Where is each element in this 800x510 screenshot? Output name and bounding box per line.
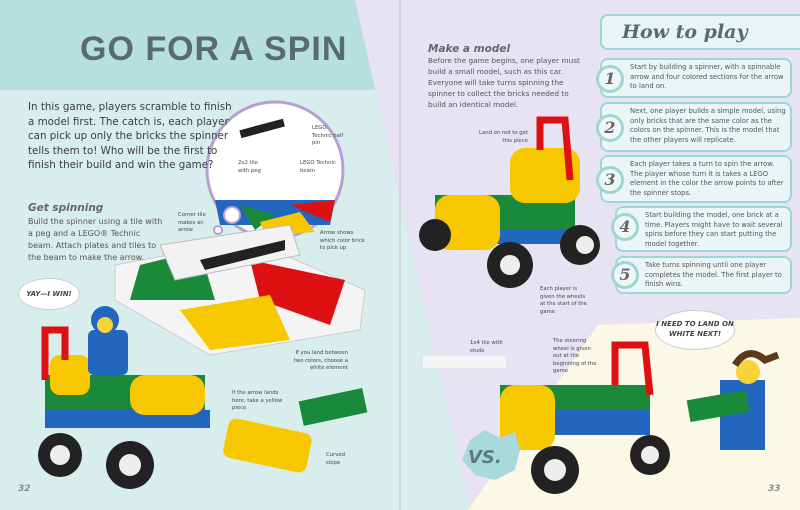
how-to-play-header: How to play [600, 14, 800, 50]
step-number: 2 [596, 114, 624, 142]
car-left [38, 306, 210, 489]
step-number: 3 [596, 166, 624, 194]
vs-badge [462, 430, 520, 480]
step-text: Start by building a spinner, with a spin… [630, 63, 784, 90]
page-title: GO FOR A SPIN [80, 30, 348, 68]
step-text: Each player takes a turn to spin the arr… [630, 160, 784, 197]
speech-bubble-right: I NEED TO LAND ON WHITE NEXT! [655, 310, 735, 350]
step-number: 4 [611, 213, 639, 241]
how-to-play-title: How to play [622, 21, 748, 43]
label-wheels: Each player is given the wheels at the s… [540, 286, 587, 315]
step-number: 1 [596, 65, 624, 93]
label-beam: LEGO Technic beam [300, 160, 336, 174]
label-tile-peg: 2x2 tile with peg [238, 160, 261, 174]
make-model-text: Before the game begins, one player must … [428, 56, 580, 109]
car-model [419, 116, 600, 288]
intro-text: In this game, players scramble to finish… [28, 101, 232, 171]
label-steering: The steering wheel is given out at the b… [553, 338, 597, 374]
label-between-colors: If you land between two colors, choose a… [293, 350, 348, 371]
label-half-pin: LEGO Technic half pin [312, 125, 344, 146]
vs-label: VS. [468, 447, 502, 468]
step-number: 5 [611, 261, 639, 289]
minifigure-right [686, 350, 780, 450]
label-red: Land on red to get this piece [479, 130, 528, 144]
label-arrow-shows: Arrow shows which color brick to pick up [320, 230, 365, 251]
speech-bubble-left: YAY—I WIN! [18, 278, 80, 310]
label-tile-studs: 1x4 tile with studs [470, 340, 503, 354]
step-text: Next, one player builds a simple model, … [630, 107, 786, 144]
step-text: Take turns spinning until one player com… [645, 261, 782, 288]
make-model-heading: Make a model [428, 43, 511, 55]
label-corner-tile: Corner tile makes an arrow [178, 212, 206, 233]
get-spinning-heading: Get spinning [28, 202, 104, 214]
label-yellow: If the arrow lands here, take a yellow p… [232, 390, 283, 411]
page-number-right: 33 [768, 484, 781, 494]
label-curved-slope: Curved slope [326, 452, 345, 466]
page-number-left: 32 [18, 484, 31, 494]
get-spinning-text: Build the spinner using a tile with a pe… [28, 217, 163, 262]
step-text: Start building the model, one brick at a… [645, 211, 783, 248]
